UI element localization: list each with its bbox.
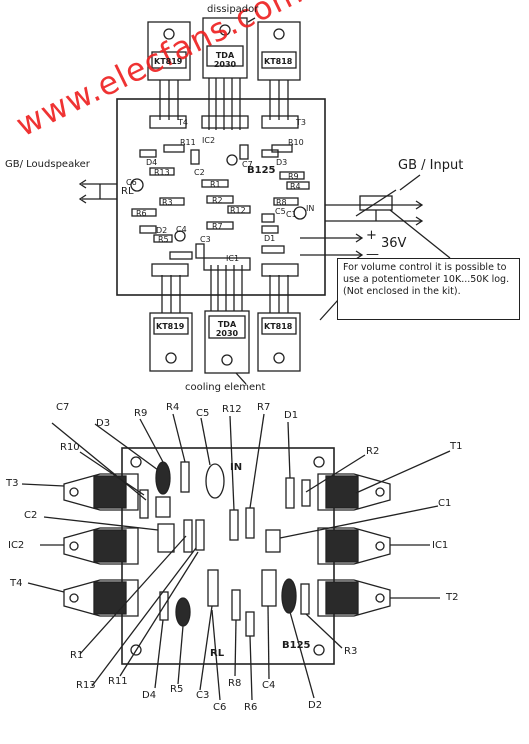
ref-c3: C3 [200, 235, 211, 244]
bottom-device-1: KT819 [156, 322, 185, 331]
ref-d1: D1 [264, 234, 276, 243]
bottom-board-label: B125 [282, 640, 311, 651]
callout-r2: R2 [366, 446, 380, 457]
ref-d2: D2 [156, 226, 168, 235]
top-device-2: TDA 2030 [213, 51, 237, 69]
volume-control-note: For volume control it is possible to use… [337, 258, 520, 320]
top-load-label: RL [121, 186, 134, 197]
ref-ic1: IC1 [226, 254, 240, 263]
callout-t2: T2 [446, 592, 459, 603]
callout-d4: D4 [142, 690, 157, 701]
callout-r1: R1 [70, 650, 84, 661]
ref-r10: R10 [288, 138, 304, 147]
callout-c2: C2 [24, 510, 38, 521]
callout-r9: R9 [134, 408, 148, 419]
callout-r3: R3 [344, 646, 358, 657]
supply-voltage-label: 36V [381, 236, 407, 251]
output-label: GB/ Loudspeaker [5, 159, 90, 170]
ref-c2: C2 [194, 168, 205, 177]
callout-r11: R11 [108, 676, 128, 687]
callout-r8: R8 [228, 678, 242, 689]
callout-r5: R5 [170, 684, 184, 695]
callout-r4: R4 [166, 402, 180, 413]
ref-r5: R5 [158, 235, 169, 244]
callout-r13: R13 [76, 680, 96, 691]
bottom-in-label: IN [230, 462, 243, 473]
callout-r12: R12 [222, 404, 242, 415]
callout-t4: T4 [10, 578, 23, 589]
ref-r4: R4 [290, 182, 301, 191]
ref-r9: R9 [288, 172, 299, 181]
callout-c4: C4 [262, 680, 276, 691]
ref-r6: R6 [136, 209, 147, 218]
cooling-element-label: cooling element [185, 382, 266, 393]
ref-c6: C6 [126, 178, 137, 187]
callout-d1: D1 [284, 410, 299, 421]
ref-d4: D4 [146, 158, 158, 167]
ref-r12: R12 [230, 206, 246, 215]
callout-c3: C3 [196, 690, 210, 701]
callout-d3: D3 [96, 418, 111, 429]
ref-r2: R2 [212, 196, 223, 205]
top-device-1: KT819 [154, 57, 183, 66]
ref-t3: T3 [296, 118, 306, 127]
input-label: GB / Input [398, 158, 464, 173]
ref-c4: C4 [176, 225, 187, 234]
bottom-load-label: RL [210, 648, 225, 659]
callout-r7: R7 [257, 402, 271, 413]
callout-ic2: IC2 [8, 540, 25, 551]
callout-d2: D2 [308, 700, 323, 711]
ref-r3: R3 [162, 198, 173, 207]
callout-c1: C1 [438, 498, 452, 509]
ref-t4: T4 [178, 118, 188, 127]
ref-d3: D3 [276, 158, 288, 167]
callout-c7: C7 [56, 402, 70, 413]
callout-r6: R6 [244, 702, 258, 713]
callout-t1: T1 [450, 441, 463, 452]
callout-c5: C5 [196, 408, 210, 419]
ref-r7: R7 [212, 222, 223, 231]
ref-r13: R13 [154, 168, 170, 177]
ref-c5: C5 [275, 207, 286, 216]
callout-ic1: IC1 [432, 540, 449, 551]
bottom-device-3: KT818 [264, 322, 293, 331]
ref-r1: R1 [210, 180, 221, 189]
ref-r11: R11 [180, 138, 196, 147]
ref-c7: C7 [242, 160, 253, 169]
top-in-label: IN [306, 204, 315, 213]
plus-sign: + [366, 228, 377, 243]
callout-r10: R10 [60, 442, 80, 453]
ref-r8: R8 [276, 198, 287, 207]
ref-ic2: IC2 [202, 136, 216, 145]
top-board-label: B125 [247, 165, 276, 176]
callout-t3: T3 [6, 478, 19, 489]
bottom-device-2: TDA 2030 [215, 320, 239, 338]
top-transistor-kt819 [147, 21, 191, 120]
callout-c6: C6 [213, 702, 227, 713]
ref-c1: C1 [286, 210, 297, 219]
heat-sink-label: dissipador [207, 4, 259, 15]
top-device-3: KT818 [264, 57, 293, 66]
